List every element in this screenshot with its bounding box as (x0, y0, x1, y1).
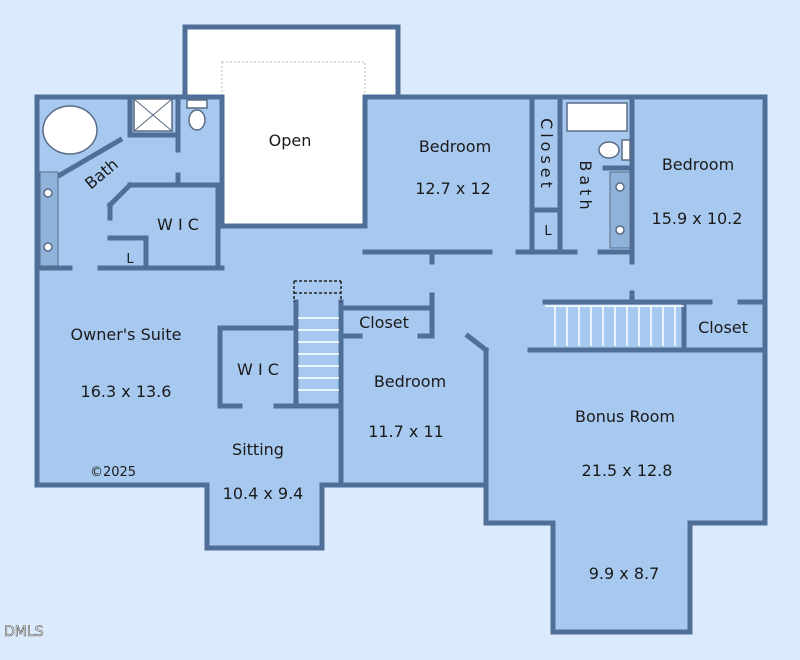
room-size-sitting: 10.4 x 9.4 (223, 484, 304, 503)
label-owner-linen: L (126, 252, 134, 267)
bathtub-icon (566, 102, 628, 132)
room-name-bedroom-3: Bedroom (662, 155, 734, 174)
sink-icon (615, 182, 625, 192)
room-name-bedroom-4: Bedroom (374, 372, 446, 391)
interior-walls (34, 94, 768, 488)
label-bonus-closet: Closet (698, 318, 748, 337)
floor-fill (34, 94, 768, 635)
toilet-icon (598, 139, 631, 161)
label-bath-vertical: Bath (576, 160, 595, 213)
label-sitting-wic: W I C (237, 360, 279, 379)
watermark-text: DMLS (4, 624, 44, 640)
sink-icon (43, 242, 53, 252)
vanity-icon (39, 171, 59, 267)
room-size-owners-suite: 16.3 x 13.6 (81, 382, 172, 401)
copyright-text: ©2025 (90, 465, 136, 480)
label-bedroom4-closet: Closet (359, 313, 409, 332)
room-size-bedroom-2: 12.7 x 12 (415, 179, 491, 198)
room-size-bedroom-3: 15.9 x 10.2 (652, 209, 743, 228)
room-name-owners-suite: Owner's Suite (71, 325, 182, 344)
vanity-icon (609, 171, 631, 249)
stairs-left (298, 317, 339, 391)
room-size-bonus-room: 21.5 x 12.8 (582, 461, 673, 480)
bathtub-icon (42, 105, 98, 155)
sink-icon (615, 225, 625, 235)
label-closet-vertical: Closet (537, 118, 556, 192)
room-name-sitting: Sitting (232, 440, 284, 459)
stairs-right (545, 305, 684, 346)
label-hall-linen: L (544, 224, 552, 239)
room-size-bedroom-4: 11.7 x 11 (368, 422, 444, 441)
room-name-bonus-room: Bonus Room (575, 407, 675, 426)
sink-icon (43, 188, 53, 198)
room-size-bonus-extension: 9.9 x 8.7 (589, 564, 660, 583)
label-owner-wic: W I C (157, 215, 199, 234)
toilet-icon (186, 99, 208, 131)
room-name-open: Open (269, 131, 312, 150)
room-name-bedroom-2: Bedroom (419, 137, 491, 156)
stairs-left-dashed (293, 280, 342, 302)
